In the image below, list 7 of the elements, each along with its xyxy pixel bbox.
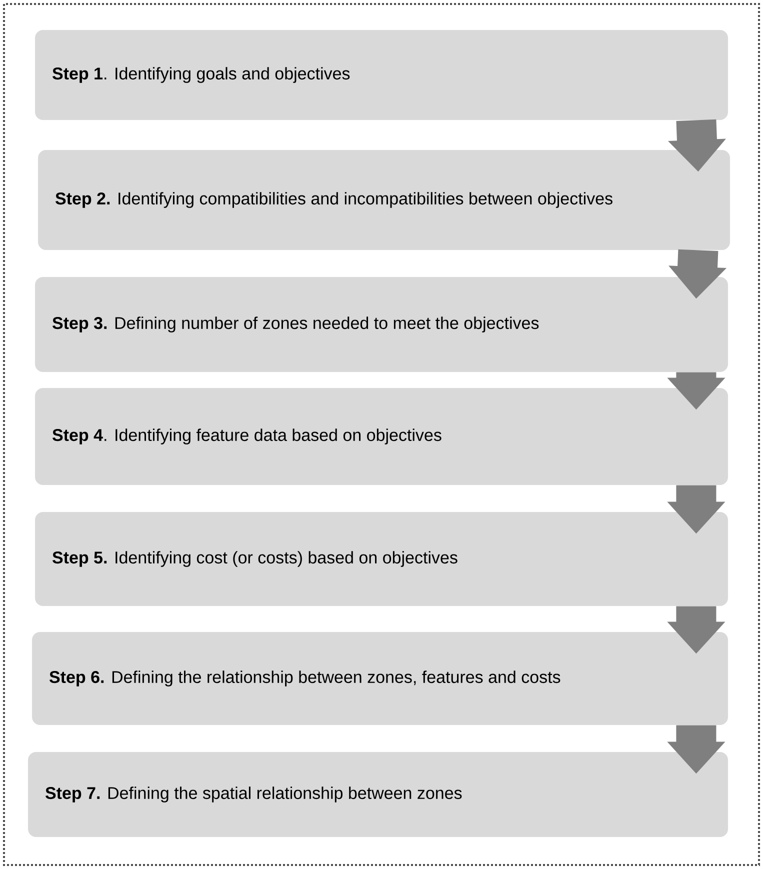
step-box: Step 5. Identifying cost (or costs) based on objectives: [35, 512, 728, 606]
step-box: Step 1. Identifying goals and objectives: [35, 30, 728, 120]
step-box: Step 2. Identifying compatibilities and incompatibilities between objectives: [38, 150, 730, 250]
step-box: Step 3. Defining number of zones needed to meet the objectives: [35, 277, 728, 372]
step-box: Step 4. Identifying feature data based on objectives: [35, 388, 728, 485]
step-box: Step 7. Defining the spatial relationship between zones: [28, 752, 728, 837]
step-box: Step 6. Defining the relationship between zones, features and costs: [32, 632, 728, 725]
